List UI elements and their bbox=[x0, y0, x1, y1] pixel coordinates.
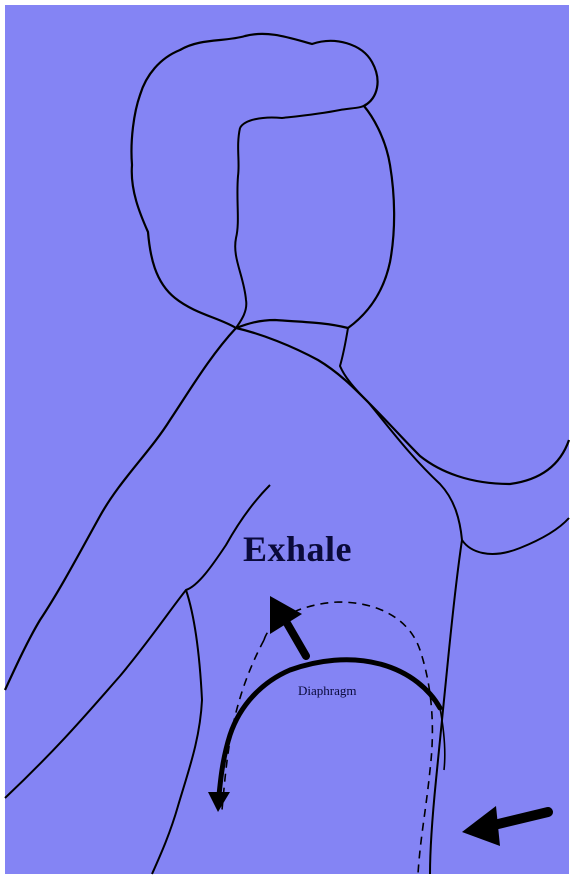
exhale-label: Exhale bbox=[243, 528, 352, 570]
hair-outline bbox=[131, 34, 394, 328]
diaphragm-arrowhead bbox=[208, 792, 230, 812]
dashed-diaphragm-left bbox=[222, 640, 264, 810]
left-arm-line-1 bbox=[5, 485, 270, 798]
dashed-diaphragm-outline bbox=[264, 602, 432, 874]
inward-arrow-icon bbox=[462, 806, 548, 846]
shoulder-line bbox=[236, 328, 569, 484]
upward-arrow-icon bbox=[270, 596, 306, 656]
back-outline bbox=[5, 328, 236, 690]
torso-right bbox=[430, 540, 462, 874]
diaphragm-label: Diaphragm bbox=[298, 683, 356, 699]
face-outline bbox=[235, 104, 366, 328]
diaphragm-arc bbox=[218, 660, 440, 806]
left-arm-line-2 bbox=[152, 590, 202, 874]
arm-outline bbox=[368, 402, 569, 554]
neck-line bbox=[340, 328, 368, 402]
